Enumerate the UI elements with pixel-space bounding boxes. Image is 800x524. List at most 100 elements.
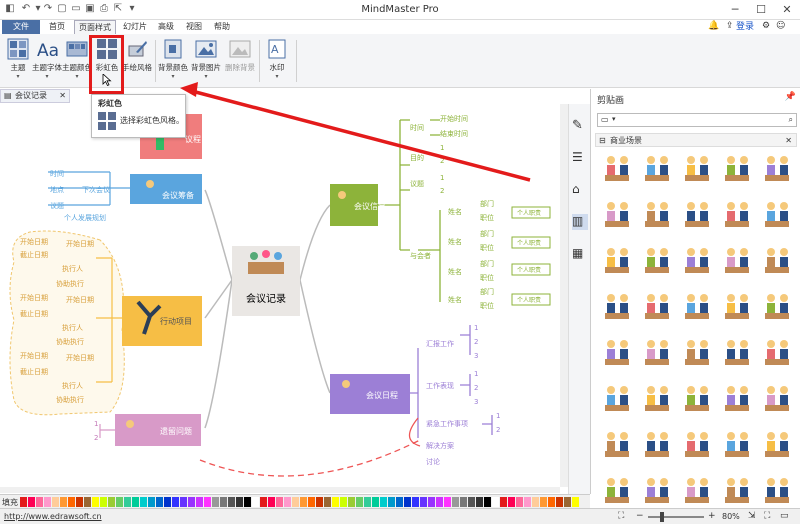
action-item-start[interactable]: 开始日期 bbox=[66, 295, 94, 304]
agenda-item-discussion[interactable]: 讨论 bbox=[426, 457, 440, 466]
color-swatch[interactable] bbox=[500, 497, 507, 507]
clipart-thumbnail[interactable] bbox=[759, 427, 795, 463]
attendee-name[interactable]: 姓名 bbox=[448, 295, 462, 304]
view-mode-icon[interactable]: ▭ bbox=[780, 511, 789, 521]
clipart-thumbnail[interactable] bbox=[759, 243, 795, 279]
zoom-slider-thumb[interactable] bbox=[660, 512, 664, 522]
color-swatch[interactable] bbox=[124, 497, 131, 507]
action-item-start[interactable]: 开始日期 bbox=[20, 237, 48, 246]
website-link[interactable]: http://www.edrawsoft.cn bbox=[4, 512, 102, 521]
attendee-title[interactable]: 职位 bbox=[480, 273, 494, 282]
attendee-role-box[interactable] bbox=[511, 236, 551, 249]
watermark-button[interactable]: A 水印▾ bbox=[262, 36, 292, 86]
attendee-title[interactable]: 职位 bbox=[480, 213, 494, 222]
color-swatch[interactable] bbox=[276, 497, 283, 507]
menu-help[interactable]: 帮助 bbox=[214, 22, 230, 31]
theme-color-button[interactable]: 主题颜色▾ bbox=[62, 36, 92, 86]
format-brush-icon[interactable]: ✎ bbox=[572, 118, 583, 133]
prep-dev-plan[interactable]: 个人发展规划 bbox=[64, 213, 106, 222]
close-tab-icon[interactable]: ✕ bbox=[59, 91, 66, 100]
color-swatch[interactable] bbox=[380, 497, 387, 507]
color-swatch[interactable] bbox=[220, 497, 227, 507]
clipart-thumbnail[interactable] bbox=[759, 151, 795, 187]
menu-slides[interactable]: 幻灯片 bbox=[123, 22, 147, 31]
undo-dropdown-icon[interactable]: ▾ bbox=[35, 3, 41, 14]
agenda-num[interactable]: 3 bbox=[474, 398, 478, 406]
color-swatch[interactable] bbox=[228, 497, 235, 507]
agenda-num[interactable]: 1 bbox=[496, 412, 500, 420]
clipart-thumbnail[interactable] bbox=[679, 427, 715, 463]
color-swatch[interactable] bbox=[348, 497, 355, 507]
settings-icon[interactable]: ⚙ bbox=[762, 21, 771, 31]
action-item-assist[interactable]: 协助执行 bbox=[56, 395, 84, 404]
info-num[interactable]: 2 bbox=[440, 187, 444, 195]
color-swatch[interactable] bbox=[460, 497, 467, 507]
login-link[interactable]: 登录 bbox=[735, 22, 754, 32]
mindmap-canvas[interactable]: 会议记录 议程 会议筹备 时间 地点 议题 下次会议 个人发展规划 行动项目 开… bbox=[0, 104, 560, 487]
color-swatch[interactable] bbox=[28, 497, 35, 507]
fit-page-icon[interactable]: ⛶ bbox=[618, 511, 625, 521]
color-swatch[interactable] bbox=[396, 497, 403, 507]
agenda-node[interactable] bbox=[330, 374, 410, 414]
clipart-thumbnail[interactable] bbox=[679, 289, 715, 325]
agenda-item-solution[interactable]: 解决方案 bbox=[426, 441, 454, 450]
clipart-thumbnail[interactable] bbox=[639, 381, 675, 417]
attendee-title[interactable]: 职位 bbox=[480, 243, 494, 252]
color-swatch[interactable] bbox=[300, 497, 307, 507]
color-swatch[interactable] bbox=[452, 497, 459, 507]
color-swatch[interactable] bbox=[84, 497, 91, 507]
undo-icon[interactable]: ↶ bbox=[21, 3, 31, 14]
action-item-start[interactable]: 开始日期 bbox=[20, 293, 48, 302]
agenda-num[interactable]: 2 bbox=[474, 338, 478, 346]
clipart-thumbnail[interactable] bbox=[599, 151, 635, 187]
attendee-dept[interactable]: 部门 bbox=[480, 287, 494, 296]
hand-drawn-button[interactable]: 手绘风格 bbox=[122, 36, 152, 86]
clipart-thumbnail[interactable] bbox=[599, 243, 635, 279]
color-swatch[interactable] bbox=[572, 497, 579, 507]
info-group-topic[interactable]: 议题 bbox=[410, 180, 424, 188]
clipart-thumbnail[interactable] bbox=[719, 151, 755, 187]
info-num[interactable]: 1 bbox=[440, 174, 444, 182]
attendee-name[interactable]: 姓名 bbox=[448, 267, 462, 276]
home-icon[interactable]: ⌂ bbox=[572, 182, 580, 196]
agenda-item-report[interactable]: 汇报工作 bbox=[426, 339, 454, 348]
clipart-thumbnail[interactable] bbox=[599, 289, 635, 325]
action-node[interactable] bbox=[122, 296, 202, 346]
color-swatch[interactable] bbox=[556, 497, 563, 507]
color-swatch[interactable] bbox=[236, 497, 243, 507]
action-item-end[interactable]: 截止日期 bbox=[20, 367, 48, 376]
color-swatch[interactable] bbox=[524, 497, 531, 507]
color-swatch[interactable] bbox=[196, 497, 203, 507]
theme-button[interactable]: 主题▾ bbox=[4, 36, 32, 86]
clipart-thumbnail[interactable] bbox=[599, 381, 635, 417]
agenda-num[interactable]: 1 bbox=[474, 324, 478, 332]
color-swatch[interactable] bbox=[420, 497, 427, 507]
action-item-start[interactable]: 开始日期 bbox=[20, 351, 48, 360]
zoom-out-icon[interactable]: − bbox=[636, 511, 644, 521]
attendee-role-box[interactable] bbox=[511, 293, 551, 306]
bg-color-button[interactable]: 背景颜色▾ bbox=[158, 36, 188, 86]
color-swatch[interactable] bbox=[540, 497, 547, 507]
color-swatch[interactable] bbox=[108, 497, 115, 507]
color-swatch[interactable] bbox=[356, 497, 363, 507]
clipart-thumbnail[interactable] bbox=[679, 243, 715, 279]
agenda-item-performance[interactable]: 工作表现 bbox=[426, 381, 454, 390]
color-swatch[interactable] bbox=[212, 497, 219, 507]
action-item-owner[interactable]: 执行人 bbox=[62, 323, 83, 332]
action-item-end[interactable]: 截止日期 bbox=[20, 309, 48, 318]
color-swatch[interactable] bbox=[116, 497, 123, 507]
color-swatch[interactable] bbox=[476, 497, 483, 507]
clipart-thumbnail[interactable] bbox=[599, 427, 635, 463]
color-swatch[interactable] bbox=[292, 497, 299, 507]
attendee-title[interactable]: 职位 bbox=[480, 301, 494, 310]
color-swatch[interactable] bbox=[308, 497, 315, 507]
info-group-time[interactable]: 时间 bbox=[410, 123, 424, 132]
prep-next-meeting[interactable]: 下次会议 bbox=[82, 185, 110, 194]
color-swatch[interactable] bbox=[268, 497, 275, 507]
fit-width-icon[interactable]: ⇲ bbox=[748, 511, 756, 521]
clipart-thumbnail[interactable] bbox=[719, 473, 755, 509]
clipart-thumbnail[interactable] bbox=[719, 289, 755, 325]
print-icon[interactable]: ⎙ bbox=[100, 3, 108, 14]
color-swatch[interactable] bbox=[260, 497, 267, 507]
info-group-attendees[interactable]: 与会者 bbox=[410, 251, 431, 260]
